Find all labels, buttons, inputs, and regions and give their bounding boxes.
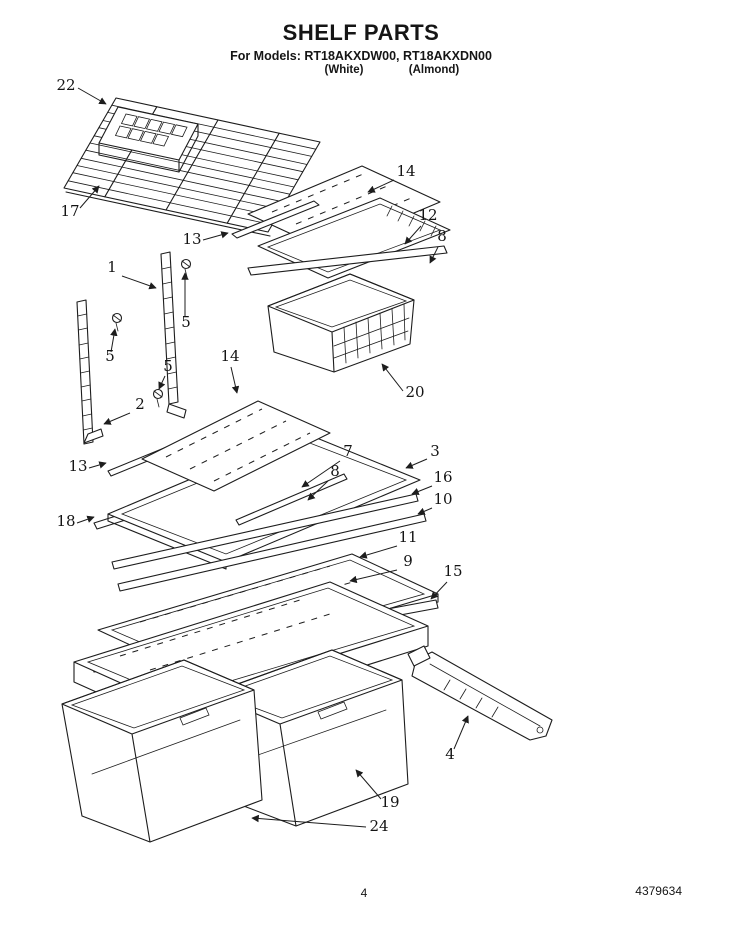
document-number: 4379634 [635, 884, 682, 898]
models-line: For Models: RT18AKXDW00, RT18AKXDN00 [230, 49, 492, 63]
callout-5-c: 5 [158, 357, 173, 390]
callout-7: 7 [301, 442, 353, 488]
callout-label: 2 [135, 395, 145, 413]
part-crisper-pan-left [61, 659, 263, 843]
callout-4: 4 [445, 715, 469, 763]
callout-11: 11 [359, 528, 418, 559]
callout-label: 14 [396, 162, 415, 180]
callout-8-upper: 8 [429, 227, 447, 264]
callout-label: 18 [56, 512, 75, 530]
callout-label: 12 [418, 206, 437, 224]
callout-label: 13 [68, 457, 87, 475]
page-number: 4 [360, 886, 368, 900]
callout-label: 13 [182, 230, 201, 248]
part-glass-shelf-lower [141, 400, 331, 492]
finish-white-label: (White) [324, 64, 364, 76]
callout-5-a: 5 [181, 272, 191, 331]
page-title: SHELF PARTS [282, 20, 440, 45]
callout-9: 9 [349, 552, 413, 584]
callout-8-lower: 8 [307, 462, 340, 501]
callout-label: 5 [105, 347, 115, 365]
part-shelf-trim-upper [231, 200, 320, 239]
callout-label: 9 [403, 552, 413, 570]
callout-label: 8 [437, 227, 447, 245]
part-shelf-support-rail-left [76, 299, 104, 445]
callout-label: 14 [220, 347, 239, 365]
callout-18: 18 [56, 512, 95, 530]
callout-label: 19 [380, 793, 399, 811]
part-screw-3 [152, 388, 164, 408]
callout-16: 16 [411, 468, 453, 495]
part-rail-16 [111, 493, 419, 570]
callout-5-b: 5 [105, 328, 118, 365]
callout-label: 7 [343, 442, 353, 460]
callout-label: 15 [443, 562, 462, 580]
part-support-rail-4 [407, 645, 553, 741]
callout-label: 10 [433, 490, 452, 508]
callout-22: 22 [56, 76, 107, 105]
part-screw-1 [111, 312, 123, 332]
callout-13-lower: 13 [68, 457, 107, 475]
callout-label: 22 [56, 76, 75, 94]
callout-3: 3 [405, 442, 440, 469]
callout-1: 1 [107, 258, 157, 290]
callout-label: 8 [330, 462, 340, 480]
part-front-rail-upper [247, 245, 448, 276]
callout-14-upper: 14 [367, 162, 416, 193]
callout-label: 24 [369, 817, 388, 835]
part-wire-shelf [63, 97, 321, 237]
callout-24: 24 [251, 814, 389, 835]
callout-20: 20 [381, 363, 425, 401]
callout-label: 5 [181, 313, 191, 331]
callout-label: 17 [60, 202, 79, 220]
callout-17: 17 [60, 185, 100, 220]
callout-label: 16 [433, 468, 452, 486]
callout-label: 5 [163, 357, 173, 375]
callout-19: 19 [355, 769, 400, 811]
callout-label: 1 [107, 258, 117, 276]
part-meat-pan [267, 273, 415, 373]
callout-14-lower: 14 [220, 347, 240, 394]
callout-13-upper: 13 [182, 230, 229, 248]
finish-almond-label: (Almond) [408, 64, 460, 76]
callout-label: 11 [398, 528, 417, 546]
callout-label: 20 [405, 383, 424, 401]
callout-10: 10 [417, 490, 453, 515]
callout-label: 4 [445, 745, 455, 763]
part-shelf-tray [98, 106, 199, 173]
callout-15: 15 [430, 562, 463, 600]
part-screw-2 [180, 258, 192, 278]
callout-label: 3 [430, 442, 440, 460]
part-rail-10 [117, 513, 427, 592]
callout-2: 2 [103, 395, 145, 425]
part-shelf-support-rail-right [160, 251, 187, 419]
callout-12: 12 [404, 206, 438, 245]
